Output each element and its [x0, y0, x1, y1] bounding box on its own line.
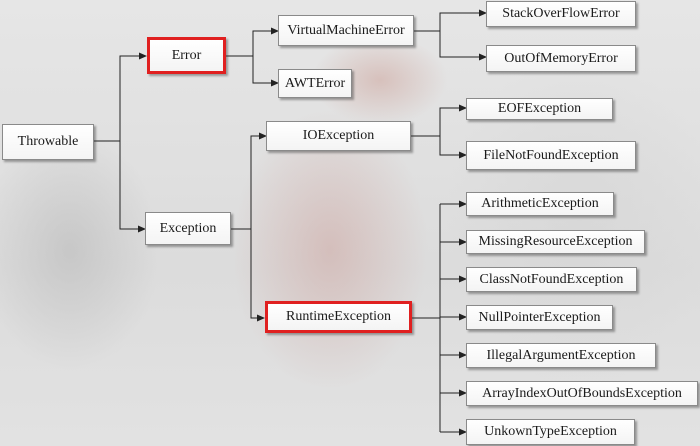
edge-vme-out-of-memory-error — [439, 31, 487, 61]
node-throwable: Throwable — [2, 124, 94, 160]
edge-error-virtual-machine-error — [226, 27, 279, 57]
edge-throwable-exception — [119, 141, 146, 233]
edge-io-eof-exception — [411, 104, 467, 137]
edge-error-awt-error — [252, 56, 279, 87]
node-null-pointer-exception: NullPointerException — [466, 305, 613, 330]
node-virtual-machine-error: VirtualMachineError — [278, 15, 414, 46]
edge-throwable-error — [94, 52, 147, 142]
node-file-not-found-exception: FileNotFoundException — [466, 141, 636, 170]
node-out-of-memory-error: OutOfMemoryError — [486, 45, 636, 72]
edge-vme-stack-overflow-error — [414, 9, 487, 32]
edge-exception-io-exception — [231, 132, 267, 230]
edge-io-file-not-found-exception — [439, 136, 467, 159]
node-exception: Exception — [145, 212, 231, 245]
edge-exception-runtime-exception — [250, 229, 265, 322]
node-illegal-argument-exception: IllegalArgumentException — [466, 343, 656, 368]
node-io-exception: IOException — [266, 121, 411, 151]
node-error: Error — [147, 37, 226, 74]
node-eof-exception: EOFException — [466, 98, 613, 120]
node-unknown-type-exception: UnkownTypeException — [466, 419, 635, 445]
node-runtime-exception: RuntimeException — [265, 301, 412, 333]
node-arithmetic-exception: ArithmeticException — [466, 192, 614, 216]
node-array-index-out-of-bounds-exception: ArrayIndexOutOfBoundsException — [466, 381, 698, 406]
node-awt-error: AWTError — [278, 69, 352, 98]
node-class-not-found-exception: ClassNotFoundException — [466, 267, 637, 292]
node-missing-resource-exception: MissingResourceException — [466, 230, 645, 254]
node-stack-overflow-error: StackOverFlowError — [486, 1, 636, 27]
